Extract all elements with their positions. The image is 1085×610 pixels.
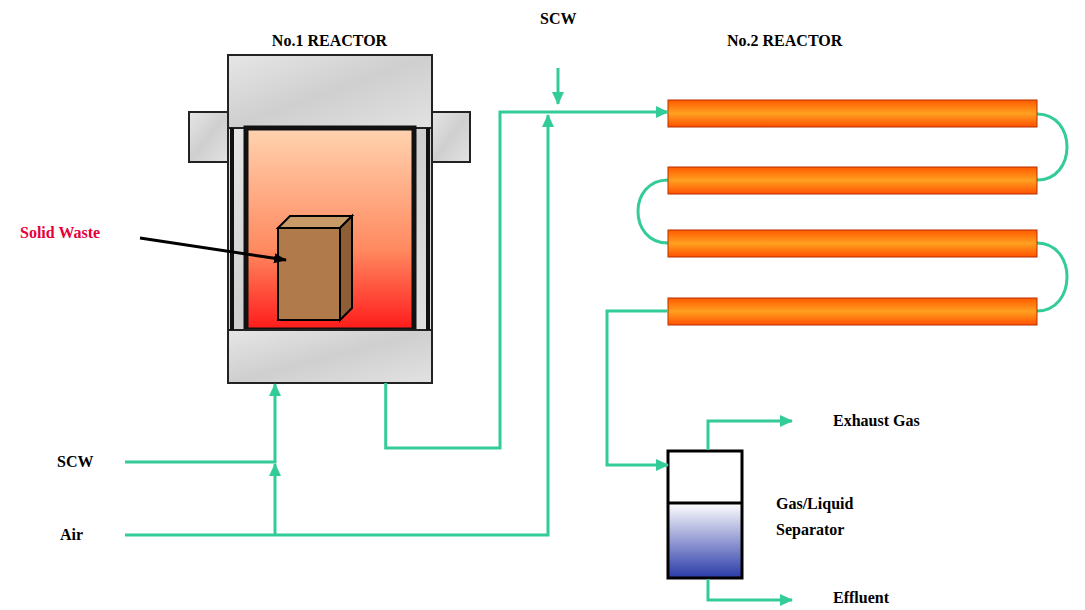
output-label: Exhaust Gas [833,412,920,430]
separator-vessel: Gas/Liquid Separator [668,451,742,578]
reactor-vessel: No.1 REACTOR [189,28,470,383]
callout-label: Solid Waste [20,224,100,242]
feed-label: SCW [540,10,576,28]
tube-reactor: No.2 REACTOR [668,28,1037,330]
flow-pipe [607,311,668,465]
node-heading: No.2 REACTOR [727,32,842,50]
feed-label: Air [60,526,83,544]
flow-pipe [386,112,668,448]
feed-label: SCW [57,453,93,471]
output-label: Effluent [833,589,889,607]
node-heading: No.1 REACTOR [189,32,470,50]
node-heading: Gas/Liquid Separator [776,491,871,543]
